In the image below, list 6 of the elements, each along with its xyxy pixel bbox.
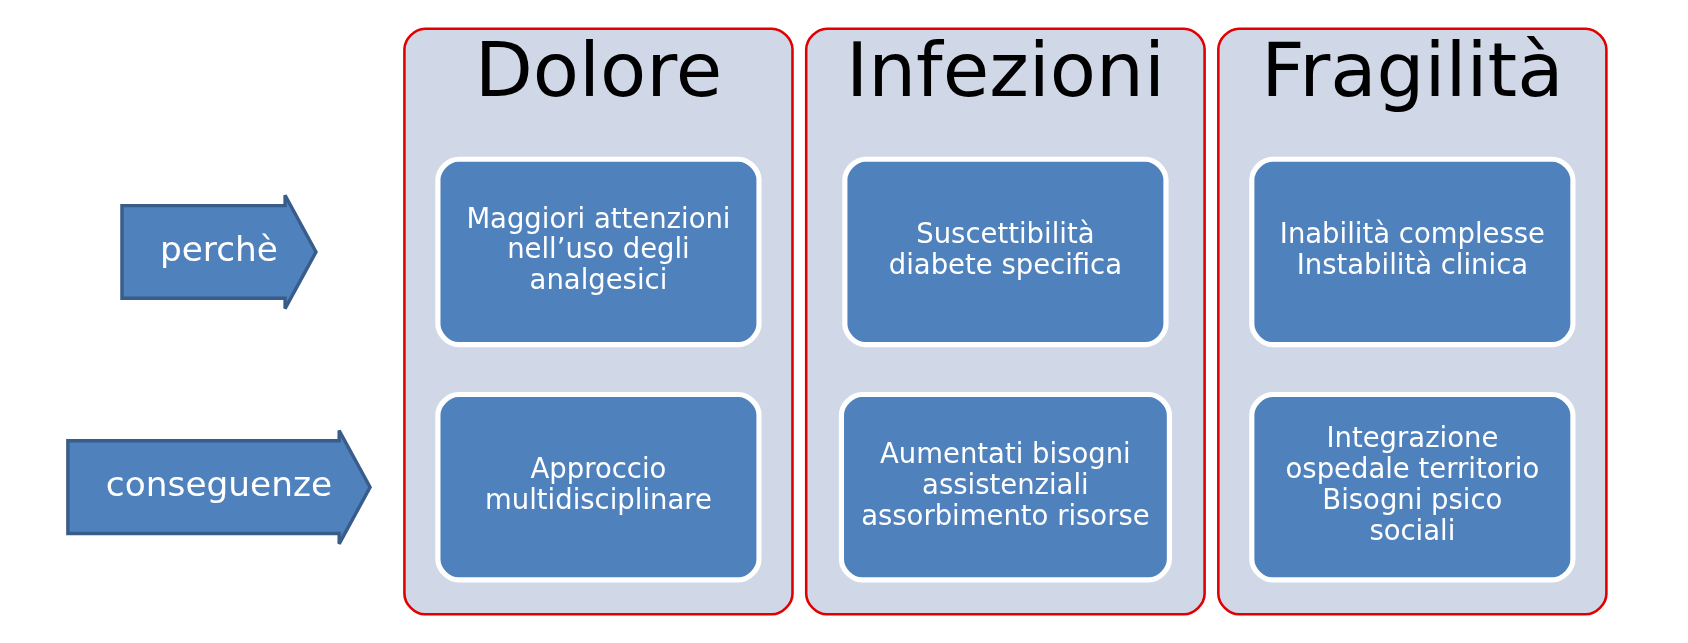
node-box: Integrazione ospedale territorio Bisogni psico sociali [1249,391,1576,583]
node-box: Inabilità complesse Instabilità clinica [1249,156,1576,348]
node-box: Maggiori attenzioni nell’uso degli analgesici [435,156,762,348]
node-box: Aumentati bisogni assistenziali assorbimento risorse [838,391,1172,583]
node-box: Approccio multidisciplinare [435,391,762,583]
node-box: Suscettibilità diabete specifica [842,156,1169,348]
